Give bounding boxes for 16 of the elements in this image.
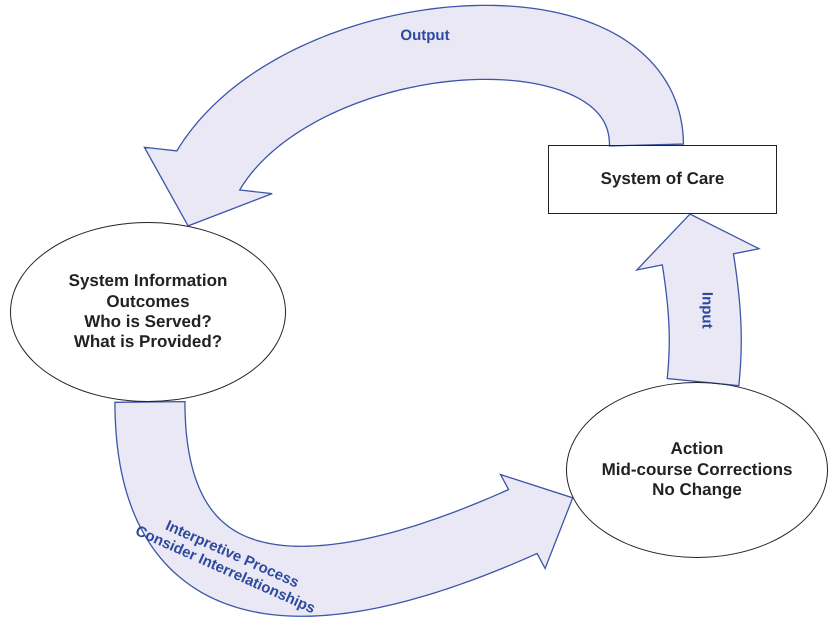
node-text: What is Provided?: [74, 332, 222, 353]
block-arrow: [634, 213, 761, 386]
node-text: Action: [670, 439, 724, 460]
node-text: No Change: [652, 480, 742, 501]
ellipse-node: [10, 222, 286, 402]
process-box: [548, 145, 777, 214]
node-text: Mid-course Corrections: [602, 460, 792, 480]
block-arrow: [114, 401, 574, 617]
block-arrow: [143, 4, 684, 227]
edge-label: Input: [698, 290, 714, 331]
node-text: Who is Served?: [84, 312, 212, 332]
edge-label: Output: [399, 28, 451, 44]
ellipse-node: [566, 382, 828, 558]
node-text: System of Care: [600, 169, 724, 190]
node-text: Outcomes: [106, 292, 190, 312]
node-text: System Information: [68, 271, 228, 292]
